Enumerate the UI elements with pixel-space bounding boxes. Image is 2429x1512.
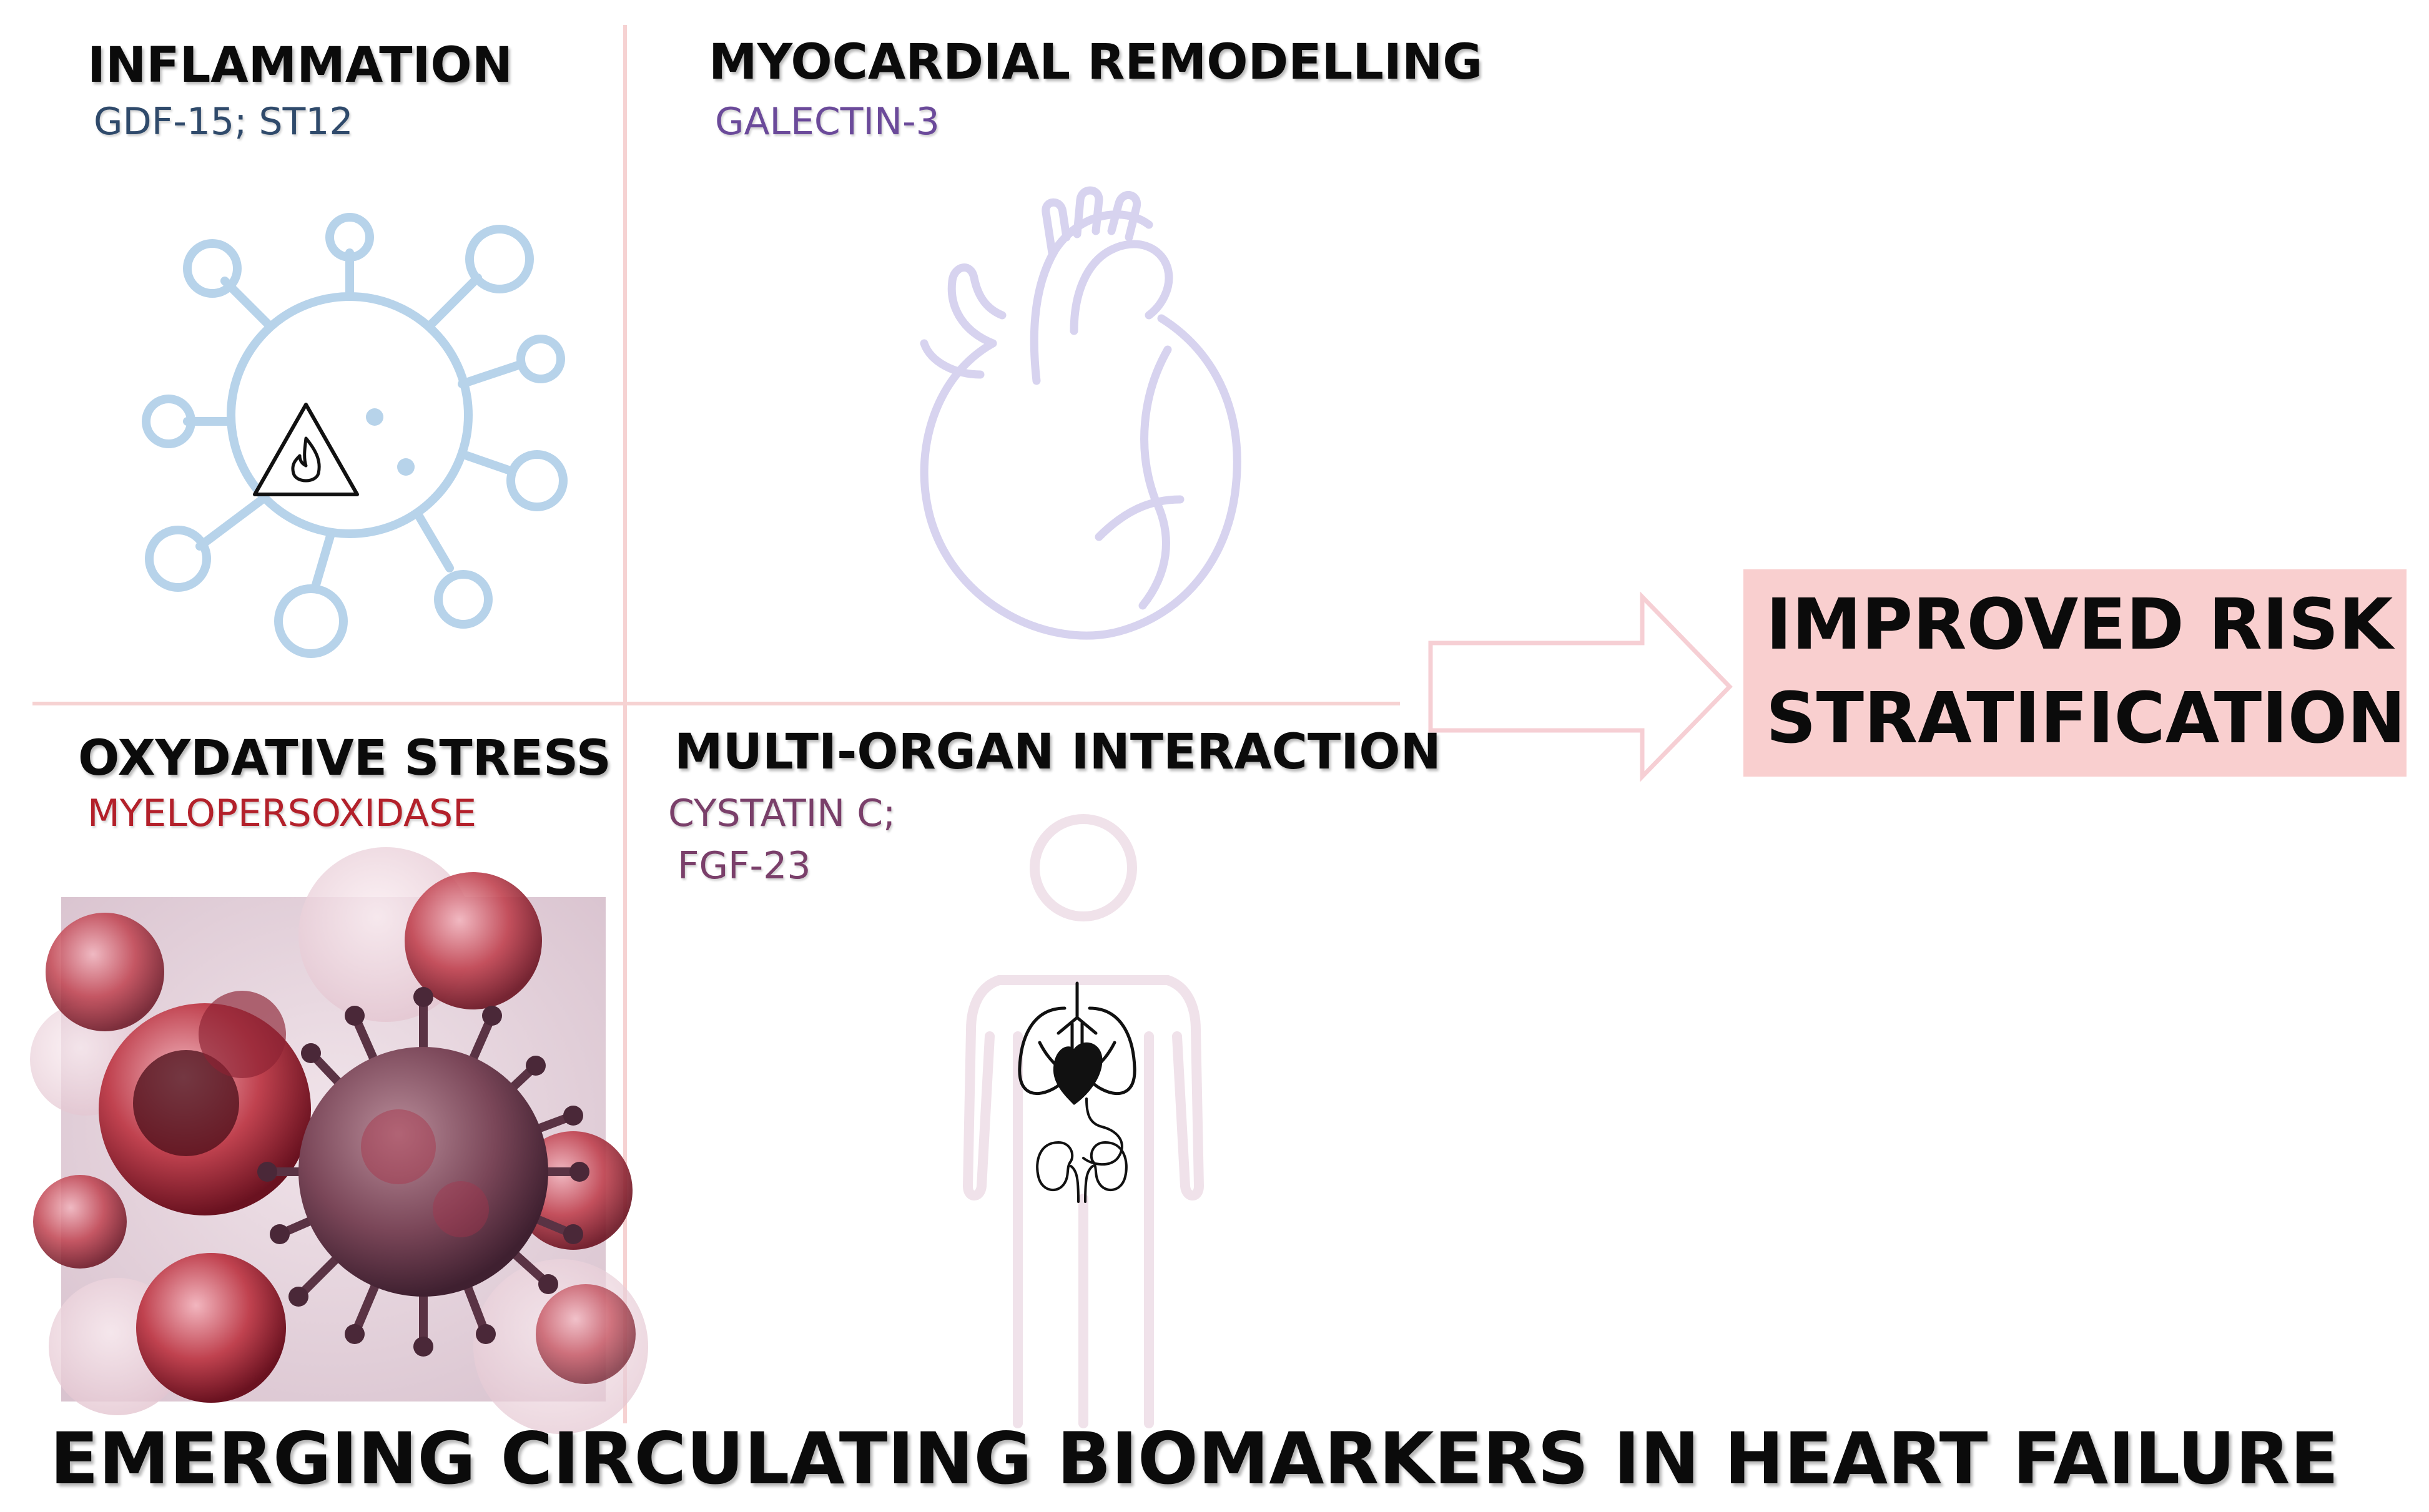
human-body-icon: [963, 814, 1204, 1428]
remodelling-heading: MYOCARDIAL REMODELLING: [709, 34, 1483, 91]
kidneys-icon: [1036, 1141, 1128, 1203]
inflammation-markers: GDF-15; ST12: [94, 100, 353, 144]
vertical-divider: [623, 25, 627, 1423]
remodelling-markers: GALECTIN-3: [715, 100, 940, 144]
inflammation-heading: INFLAMMATION: [87, 37, 513, 94]
outcome-line1: IMPROVED RISK: [1766, 584, 2393, 665]
stomach-icon: [1082, 1097, 1123, 1166]
virus-icon: [142, 213, 568, 658]
lungs-heart-icon: [1018, 981, 1136, 1105]
fire-warning-icon: [253, 403, 359, 496]
multiorgan-markers-line1: CYSTATIN C;: [668, 792, 896, 835]
figure-title: EMERGING CIRCULATING BIOMARKERS IN HEART…: [50, 1417, 2339, 1500]
oxidative-heading: OXYDATIVE STRESS: [78, 730, 611, 787]
outcome-box: [1743, 569, 2407, 777]
heart-outline-icon: [920, 186, 1241, 640]
oxidative-markers: MYELOPERSOXIDASE: [87, 792, 477, 835]
multiorgan-markers-line2: FGF-23: [677, 844, 811, 888]
multiorgan-heading: MULTI-ORGAN INTERACTION: [674, 724, 1441, 780]
horizontal-divider: [32, 702, 1400, 705]
right-arrow-icon: [1428, 591, 1733, 782]
cells-virus-image: [30, 847, 648, 1434]
outcome-line2: STRATIFICATION: [1766, 678, 2406, 759]
